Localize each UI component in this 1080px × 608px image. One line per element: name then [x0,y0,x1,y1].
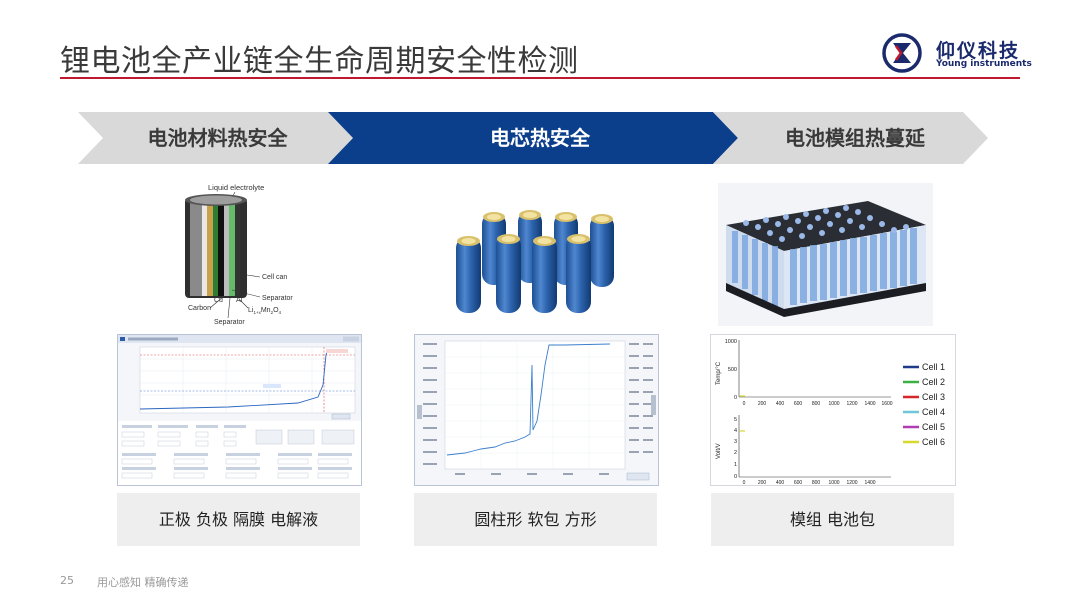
caption-module: 模组 电池包 [711,493,954,546]
module-chart-panel: Temp/°C Volt/V 1000 500 0 5 4 3 2 1 0 0 … [710,334,956,486]
ytick-top-1000: 1000 [725,339,737,345]
xtick-top-600: 600 [794,401,803,407]
xtick-bottom-1400: 1400 [864,480,875,485]
xtick-bottom-400: 400 [776,480,785,485]
cell-test-software [415,335,658,485]
software-screenshot-cell [414,334,659,486]
legend-cell-5: Cell 5 [922,422,945,432]
cell-structure-diagram: Liquid electrolyte Cell can Separator Cu… [185,183,293,326]
stage-label-materials: 电池材料热安全 [147,126,288,150]
label-cell-can: Cell can [262,274,287,281]
brand-logo: 仰仪科技 Young instruments [882,33,1032,75]
label-mn: Mn [261,307,271,314]
ytick-bottom-1: 1 [734,462,737,468]
stage-arrow-2 [328,112,738,164]
xtick-bottom-800: 800 [812,480,821,485]
process-arrows [78,112,988,164]
materials-test-software [118,335,361,479]
xtick-top-1200: 1200 [846,401,857,407]
caption-cell: 圆柱形 软包 方形 [414,493,657,546]
page-number: 25 [60,574,74,587]
young-logo-icon [882,33,922,73]
legend-cell-4: Cell 4 [922,407,945,417]
xtick-bottom-1200: 1200 [846,480,857,485]
ytick-bottom-3: 3 [734,439,737,445]
legend-cell-3: Cell 3 [922,392,945,402]
label-o-sub: 4 [279,310,282,315]
svg-text:Li1+xMn2O4: Li1+xMn2O4 [248,307,282,315]
xtick-top-800: 800 [812,401,821,407]
xtick-top-400: 400 [776,401,785,407]
module-temp-volt-chart: Temp/°C Volt/V 1000 500 0 5 4 3 2 1 0 0 … [716,339,945,486]
brand-name-en: Young instruments [936,59,1032,69]
legend-cell-1: Cell 1 [922,362,945,372]
xtick-bottom-1000: 1000 [828,480,839,485]
software-screenshot-materials [117,334,362,486]
stage-arrow-3 [713,112,988,164]
y-label-temp: Temp/°C [716,361,722,385]
footer-slogan: 用心感知 精确传递 [97,576,189,589]
label-li-sub: 1+x [253,310,261,315]
xtick-bottom-0: 0 [743,480,746,485]
stage-label-module: 电池模组热蔓延 [785,126,925,150]
label-carbon: Carbon [188,305,211,312]
page-title: 锂电池全产业链全生命周期安全性检测 [60,44,579,79]
legend-cell-2: Cell 2 [922,377,945,387]
title-divider [60,77,1020,79]
xtick-bottom-600: 600 [794,480,803,485]
y-label-volt: Volt/V [716,443,722,459]
xtick-top-0: 0 [743,401,746,407]
label-al: Al [236,297,243,304]
stage-label-cell: 电芯热安全 [490,126,590,150]
label-li: Li [248,307,254,314]
ytick-bottom-5: 5 [734,417,737,423]
caption-materials: 正极 负极 隔膜 电解液 [117,493,360,546]
legend-cell-6: Cell 6 [922,437,945,447]
xtick-top-1600: 1600 [881,401,892,407]
ytick-bottom-4: 4 [734,428,737,434]
ytick-bottom-2: 2 [734,450,737,456]
ytick-bottom-0: 0 [734,474,737,480]
label-liquid-electrolyte: Liquid electrolyte [208,183,264,192]
cylindrical-cells-photo [456,210,614,313]
label-separator-right: Separator [262,295,293,302]
chart-legend: Cell 1 Cell 2 Cell 3 Cell 4 Cell 5 Cell … [903,362,945,447]
brand-name-cn: 仰仪科技 [936,40,1021,62]
ytick-top-500: 500 [728,367,737,373]
xtick-top-1000: 1000 [828,401,839,407]
battery-module-photo [718,183,933,326]
ytick-top-0: 0 [734,395,737,401]
label-mn-sub: 2 [271,310,274,315]
label-o: O [273,307,279,314]
xtick-bottom-200: 200 [758,480,767,485]
label-separator-bottom: Separator [214,319,245,326]
xtick-top-200: 200 [758,401,767,407]
xtick-top-1400: 1400 [864,401,875,407]
stage-arrow-1 [78,112,353,164]
